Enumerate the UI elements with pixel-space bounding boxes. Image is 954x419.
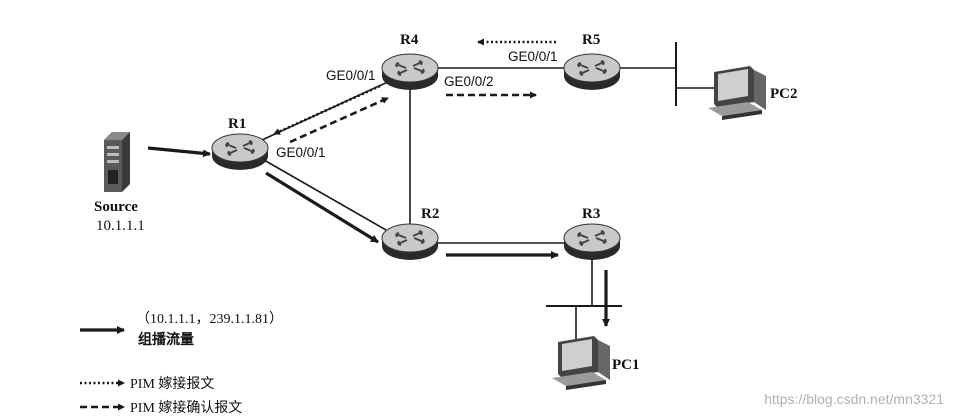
traffic-arrows: [147, 38, 610, 327]
legend-multicast-line2: 组播流量: [138, 331, 194, 348]
port-label-r4-r1: GE0/0/1: [326, 68, 376, 83]
router-r1: [211, 133, 269, 171]
port-label-r5-r4: GE0/0/1: [508, 49, 558, 64]
legend-graft-ack-label: PIM 嫁接确认报文: [130, 399, 242, 416]
port-label-r1-r4: GE0/0/1: [276, 145, 326, 160]
lan-segments: [546, 42, 677, 307]
legend-graft-label: PIM 嫁接报文: [130, 375, 214, 392]
router-r4: [381, 53, 439, 91]
router-r5: [563, 53, 621, 91]
router-icon: [211, 133, 269, 171]
pc2-icon: [708, 66, 766, 120]
router-label-r4: R4: [400, 32, 419, 48]
port-label-r4-r5: GE0/0/2: [444, 74, 494, 89]
multicast-arrow-r1-r2: [265, 171, 379, 244]
router-r2: [381, 223, 439, 261]
router-label-r2: R2: [421, 206, 439, 222]
pc1-icon: [552, 336, 610, 390]
multicast-arrow-source-r1: [147, 146, 211, 158]
server-icon: [104, 132, 130, 192]
legend: （10.1.1.1，239.1.1.81） 组播流量 PIM 嫁接报文 PIM …: [80, 311, 283, 416]
router-icon: [381, 223, 439, 261]
router-r3: [563, 223, 621, 261]
pc1-label: PC1: [612, 357, 640, 373]
router-icon: [381, 53, 439, 91]
graft-ack-arrow-r1-r4: [289, 96, 389, 144]
router-label-r3: R3: [582, 206, 600, 222]
watermark: https://blog.csdn.net/mn3321: [764, 391, 944, 407]
source-label: Source: [94, 199, 138, 215]
source-ip: 10.1.1.1: [96, 218, 145, 234]
legend-multicast-line1: （10.1.1.1，239.1.1.81）: [136, 311, 283, 327]
router-label-r1: R1: [228, 116, 246, 132]
link-r1-r2: [263, 159, 387, 231]
router-icon: [563, 223, 621, 261]
router-icon: [563, 53, 621, 91]
graft-arrow-r4-r1: [273, 84, 381, 136]
router-label-r5: R5: [582, 32, 600, 48]
pc2-label: PC2: [770, 86, 798, 102]
